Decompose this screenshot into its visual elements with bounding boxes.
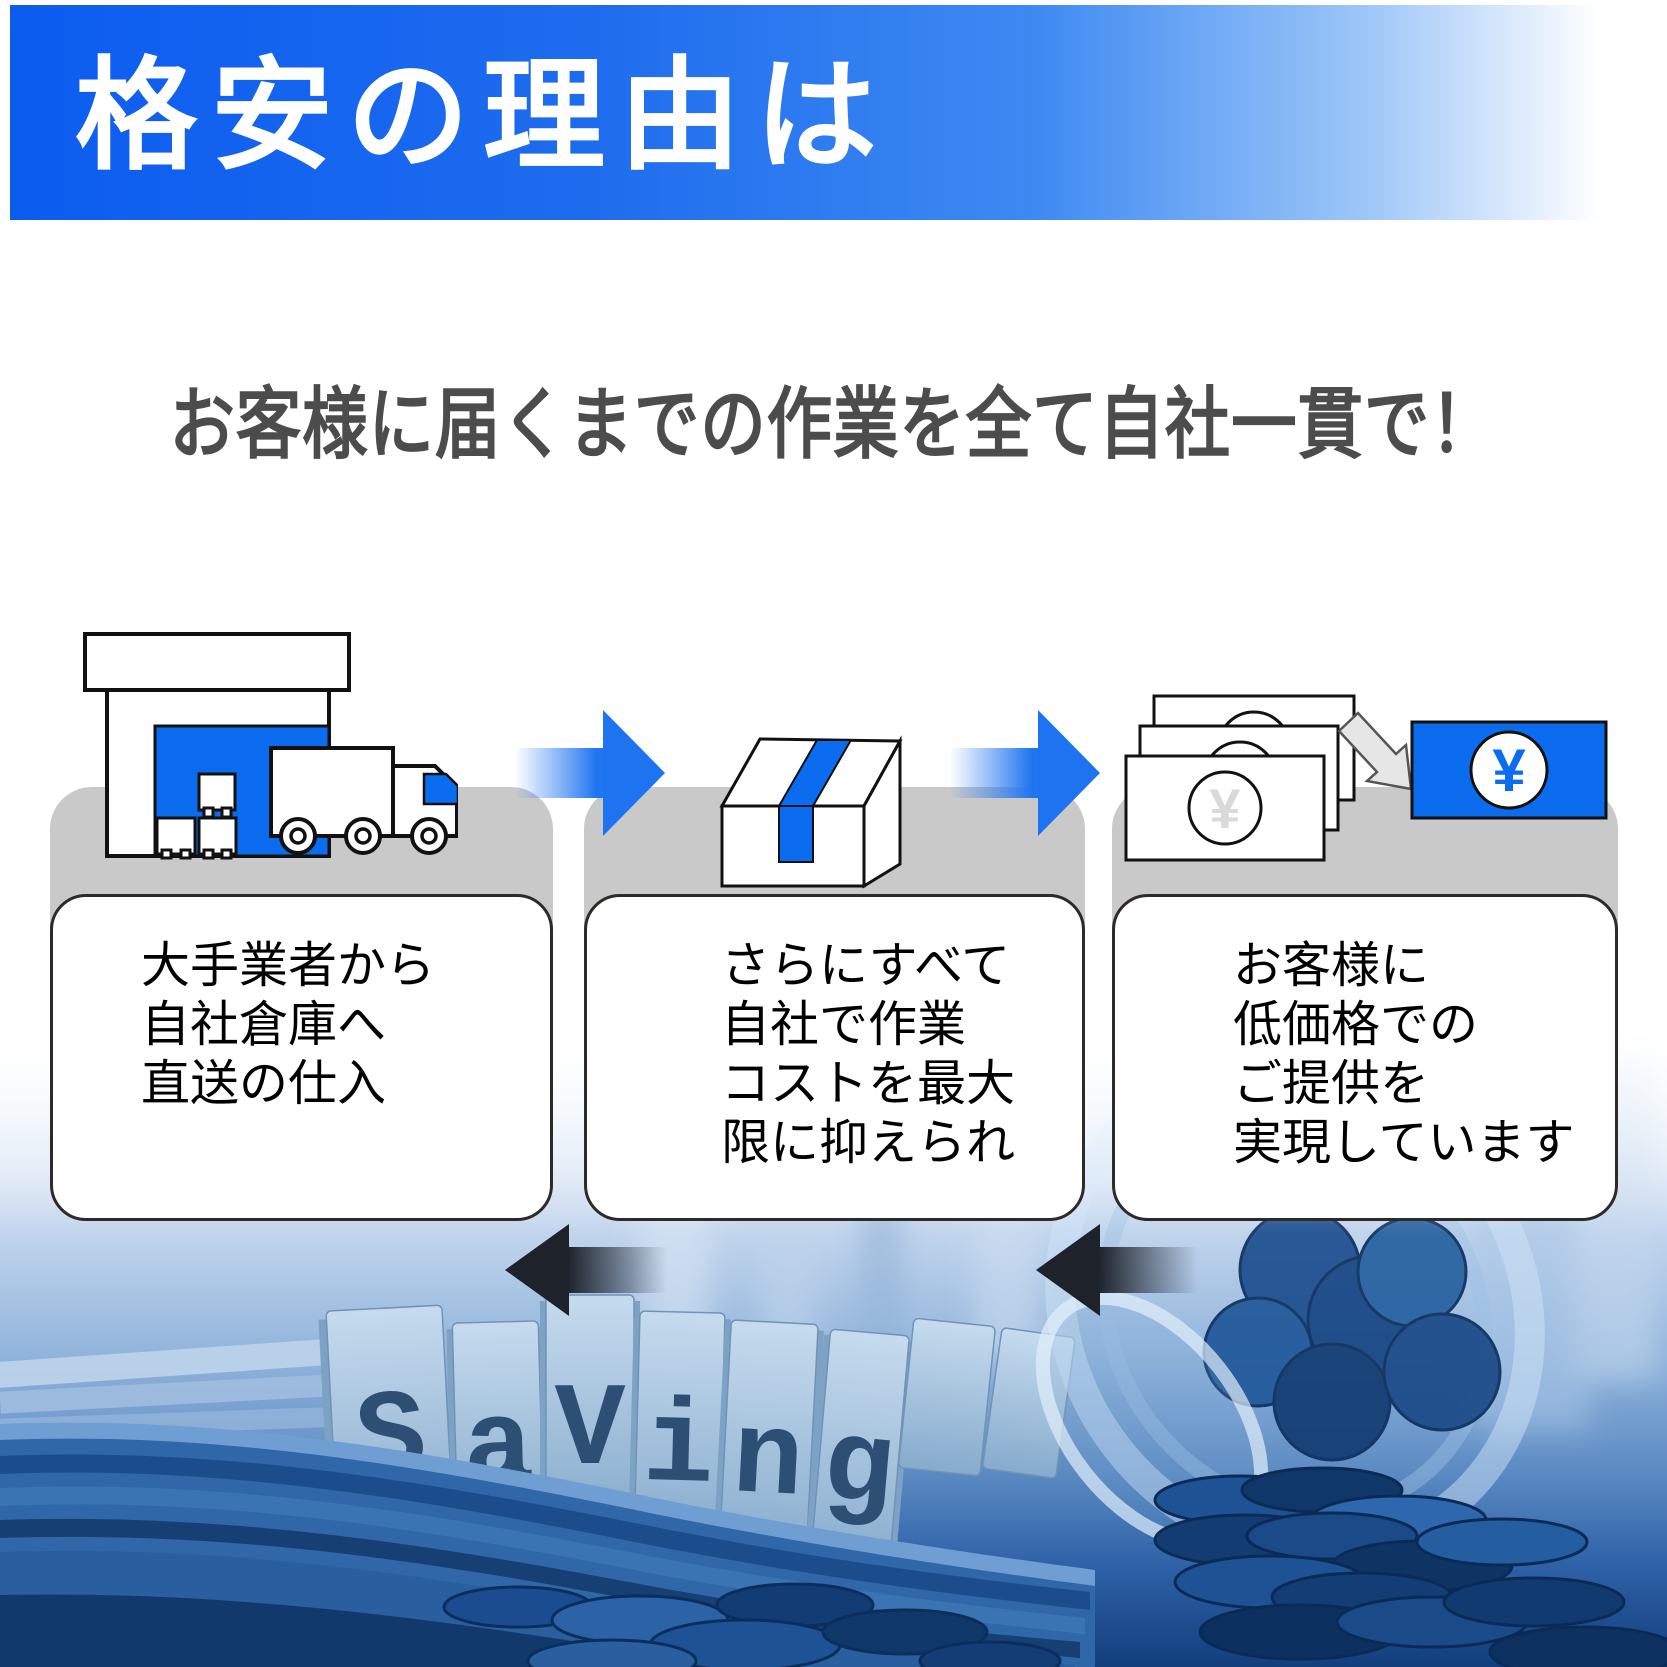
bill-stack [0, 1422, 1095, 1667]
block-letter: n [712, 1319, 824, 1567]
return-arrow-left-icon [1036, 1224, 1198, 1316]
step-card-1-text: 大手業者から 自社倉庫へ 直送の仕入 [53, 897, 550, 1114]
page-title: 格安の理由は [75, 48, 891, 184]
step-card-3-text: お客様に 低価格での ご提供を 実現しています [1115, 897, 1615, 1173]
step-card-1: 大手業者から 自社倉庫へ 直送の仕入 [50, 894, 553, 1221]
discount-arrow-icon [1337, 711, 1413, 791]
step-card-3-line: お客様に [1233, 939, 1430, 993]
step-card-1-line: 直送の仕入 [141, 1057, 387, 1111]
saving-blocks: S a V i n [318, 1294, 1076, 1581]
coin-spill-pile [1153, 1466, 1667, 1667]
block-letter-text: S [352, 1371, 430, 1508]
step-card-3-line: 実現しています [1233, 1116, 1575, 1170]
block-letter-text: V [555, 1366, 626, 1499]
block-letter-text: a [461, 1382, 535, 1517]
step-card-2-line: 限に抑えられ [721, 1116, 1016, 1170]
subtitle-text: お客様に届くまでの作業を全て自社一貫で！ [169, 380, 1498, 468]
step-card-2-text: さらにすべて 自社で作業 コストを最大 限に抑えられ [587, 897, 1082, 1173]
yen-note-back: ¥ [1152, 694, 1356, 802]
step-card-2-line: 自社で作業 [721, 998, 967, 1052]
block-letter-text: n [729, 1393, 807, 1530]
step-card-3-line: 低価格での [1233, 998, 1479, 1052]
coins-in-jar [1202, 1208, 1502, 1462]
header-banner: 格安の理由は [10, 5, 1667, 220]
step-card-1-line: 大手業者から [141, 939, 436, 993]
block-letter: i [627, 1310, 731, 1549]
bills-behind-blocks [0, 1338, 386, 1439]
block-letter: V [540, 1294, 640, 1527]
step-card-1-line: 自社倉庫へ [141, 998, 387, 1052]
subtitle-row: お客様に届くまでの作業を全て自社一貫で！ [0, 362, 1667, 474]
block-letter: a [446, 1320, 550, 1536]
return-arrow-left-icon [505, 1224, 667, 1316]
step-card-3: お客様に 低価格での ご提供を 実現しています [1112, 894, 1618, 1221]
blank-block [982, 1327, 1076, 1479]
yen-glyph: ¥ [1238, 717, 1269, 780]
blank-block [898, 1317, 996, 1477]
block-letter: g [803, 1328, 915, 1581]
block-letter-text: i [641, 1382, 715, 1517]
step-card-2-line: さらにすべて [721, 939, 1011, 993]
scattered-coins [442, 1582, 1062, 1667]
step-card-3-line: ご提供を [1233, 1057, 1430, 1111]
step-card-2: さらにすべて 自社で作業 コストを最大 限に抑えられ [584, 894, 1085, 1221]
step-card-2-line: コストを最大 [721, 1057, 1016, 1111]
block-letter: S [318, 1304, 455, 1548]
block-letter-text: g [817, 1400, 899, 1539]
